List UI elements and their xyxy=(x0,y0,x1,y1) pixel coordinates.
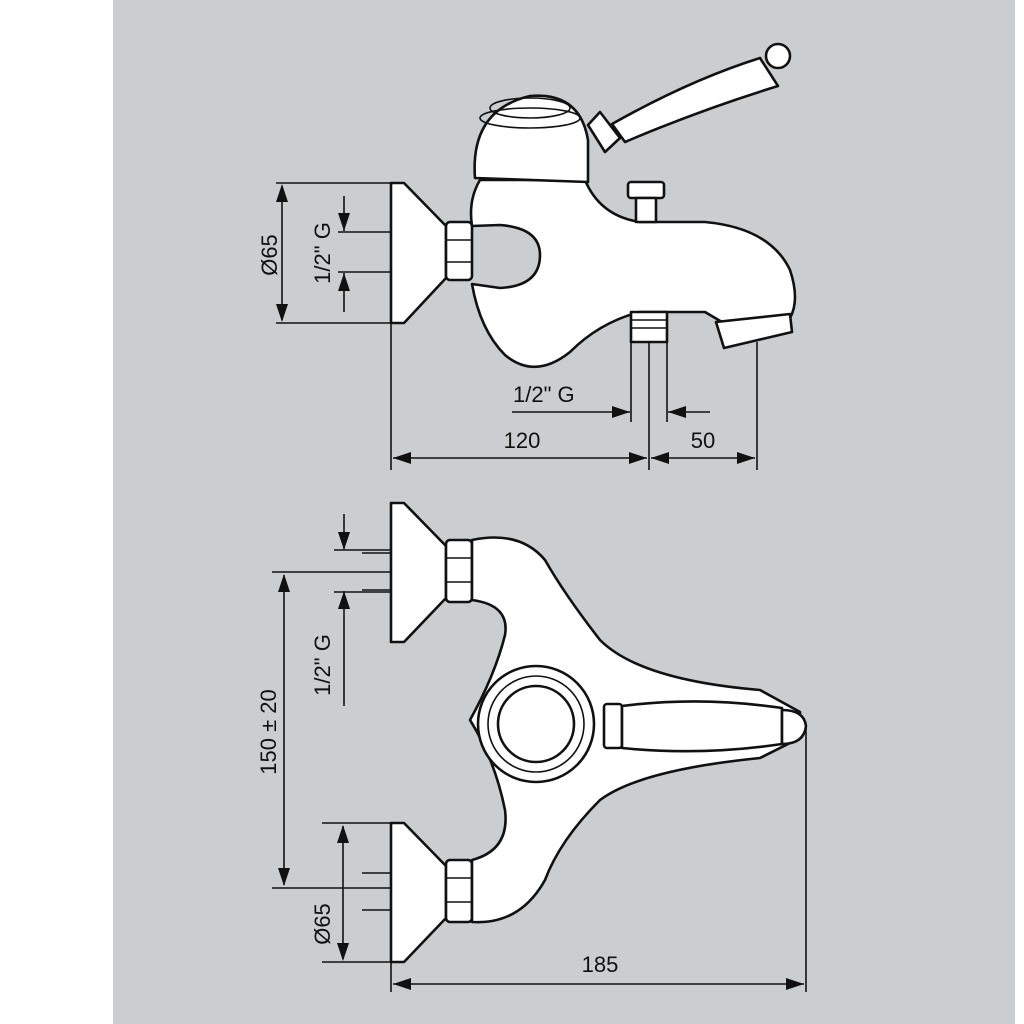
side-width-label: 120 xyxy=(504,428,541,453)
side-spout-tip xyxy=(714,312,794,350)
top-lever-handle xyxy=(620,700,784,753)
side-shower-outlet xyxy=(629,310,669,344)
top-lower-flange xyxy=(389,821,448,964)
side-lever-knob xyxy=(764,42,792,70)
top-view: 1/2" G 150 ± 20 Ø65 185 xyxy=(256,501,808,992)
side-diameter-label: Ø65 xyxy=(257,234,282,276)
top-inlet-thread-label: 1/2" G xyxy=(310,634,335,696)
top-centers-label: 150 ± 20 xyxy=(256,689,281,774)
top-lever-collar xyxy=(602,702,624,750)
side-mixer-body xyxy=(469,178,797,369)
side-lever-handle xyxy=(610,56,780,144)
top-overall-width-label: 185 xyxy=(582,952,619,977)
top-upper-flange xyxy=(389,501,448,644)
side-spout-label: 50 xyxy=(691,428,715,453)
top-lever-knob xyxy=(780,708,808,746)
side-inlet-thread-label: 1/2" G xyxy=(310,222,335,284)
side-wall-flange xyxy=(389,181,448,325)
side-view: Ø65 1/2" G 1/2" G 120 50 xyxy=(257,42,797,470)
side-hex-nut xyxy=(444,220,474,282)
side-outlet-thread-label: 1/2" G xyxy=(513,382,575,407)
side-cartridge-dome xyxy=(473,94,590,184)
side-diverter-knob xyxy=(626,180,666,200)
top-diameter-label: Ø65 xyxy=(310,903,335,945)
side-lever-collar xyxy=(586,110,622,154)
